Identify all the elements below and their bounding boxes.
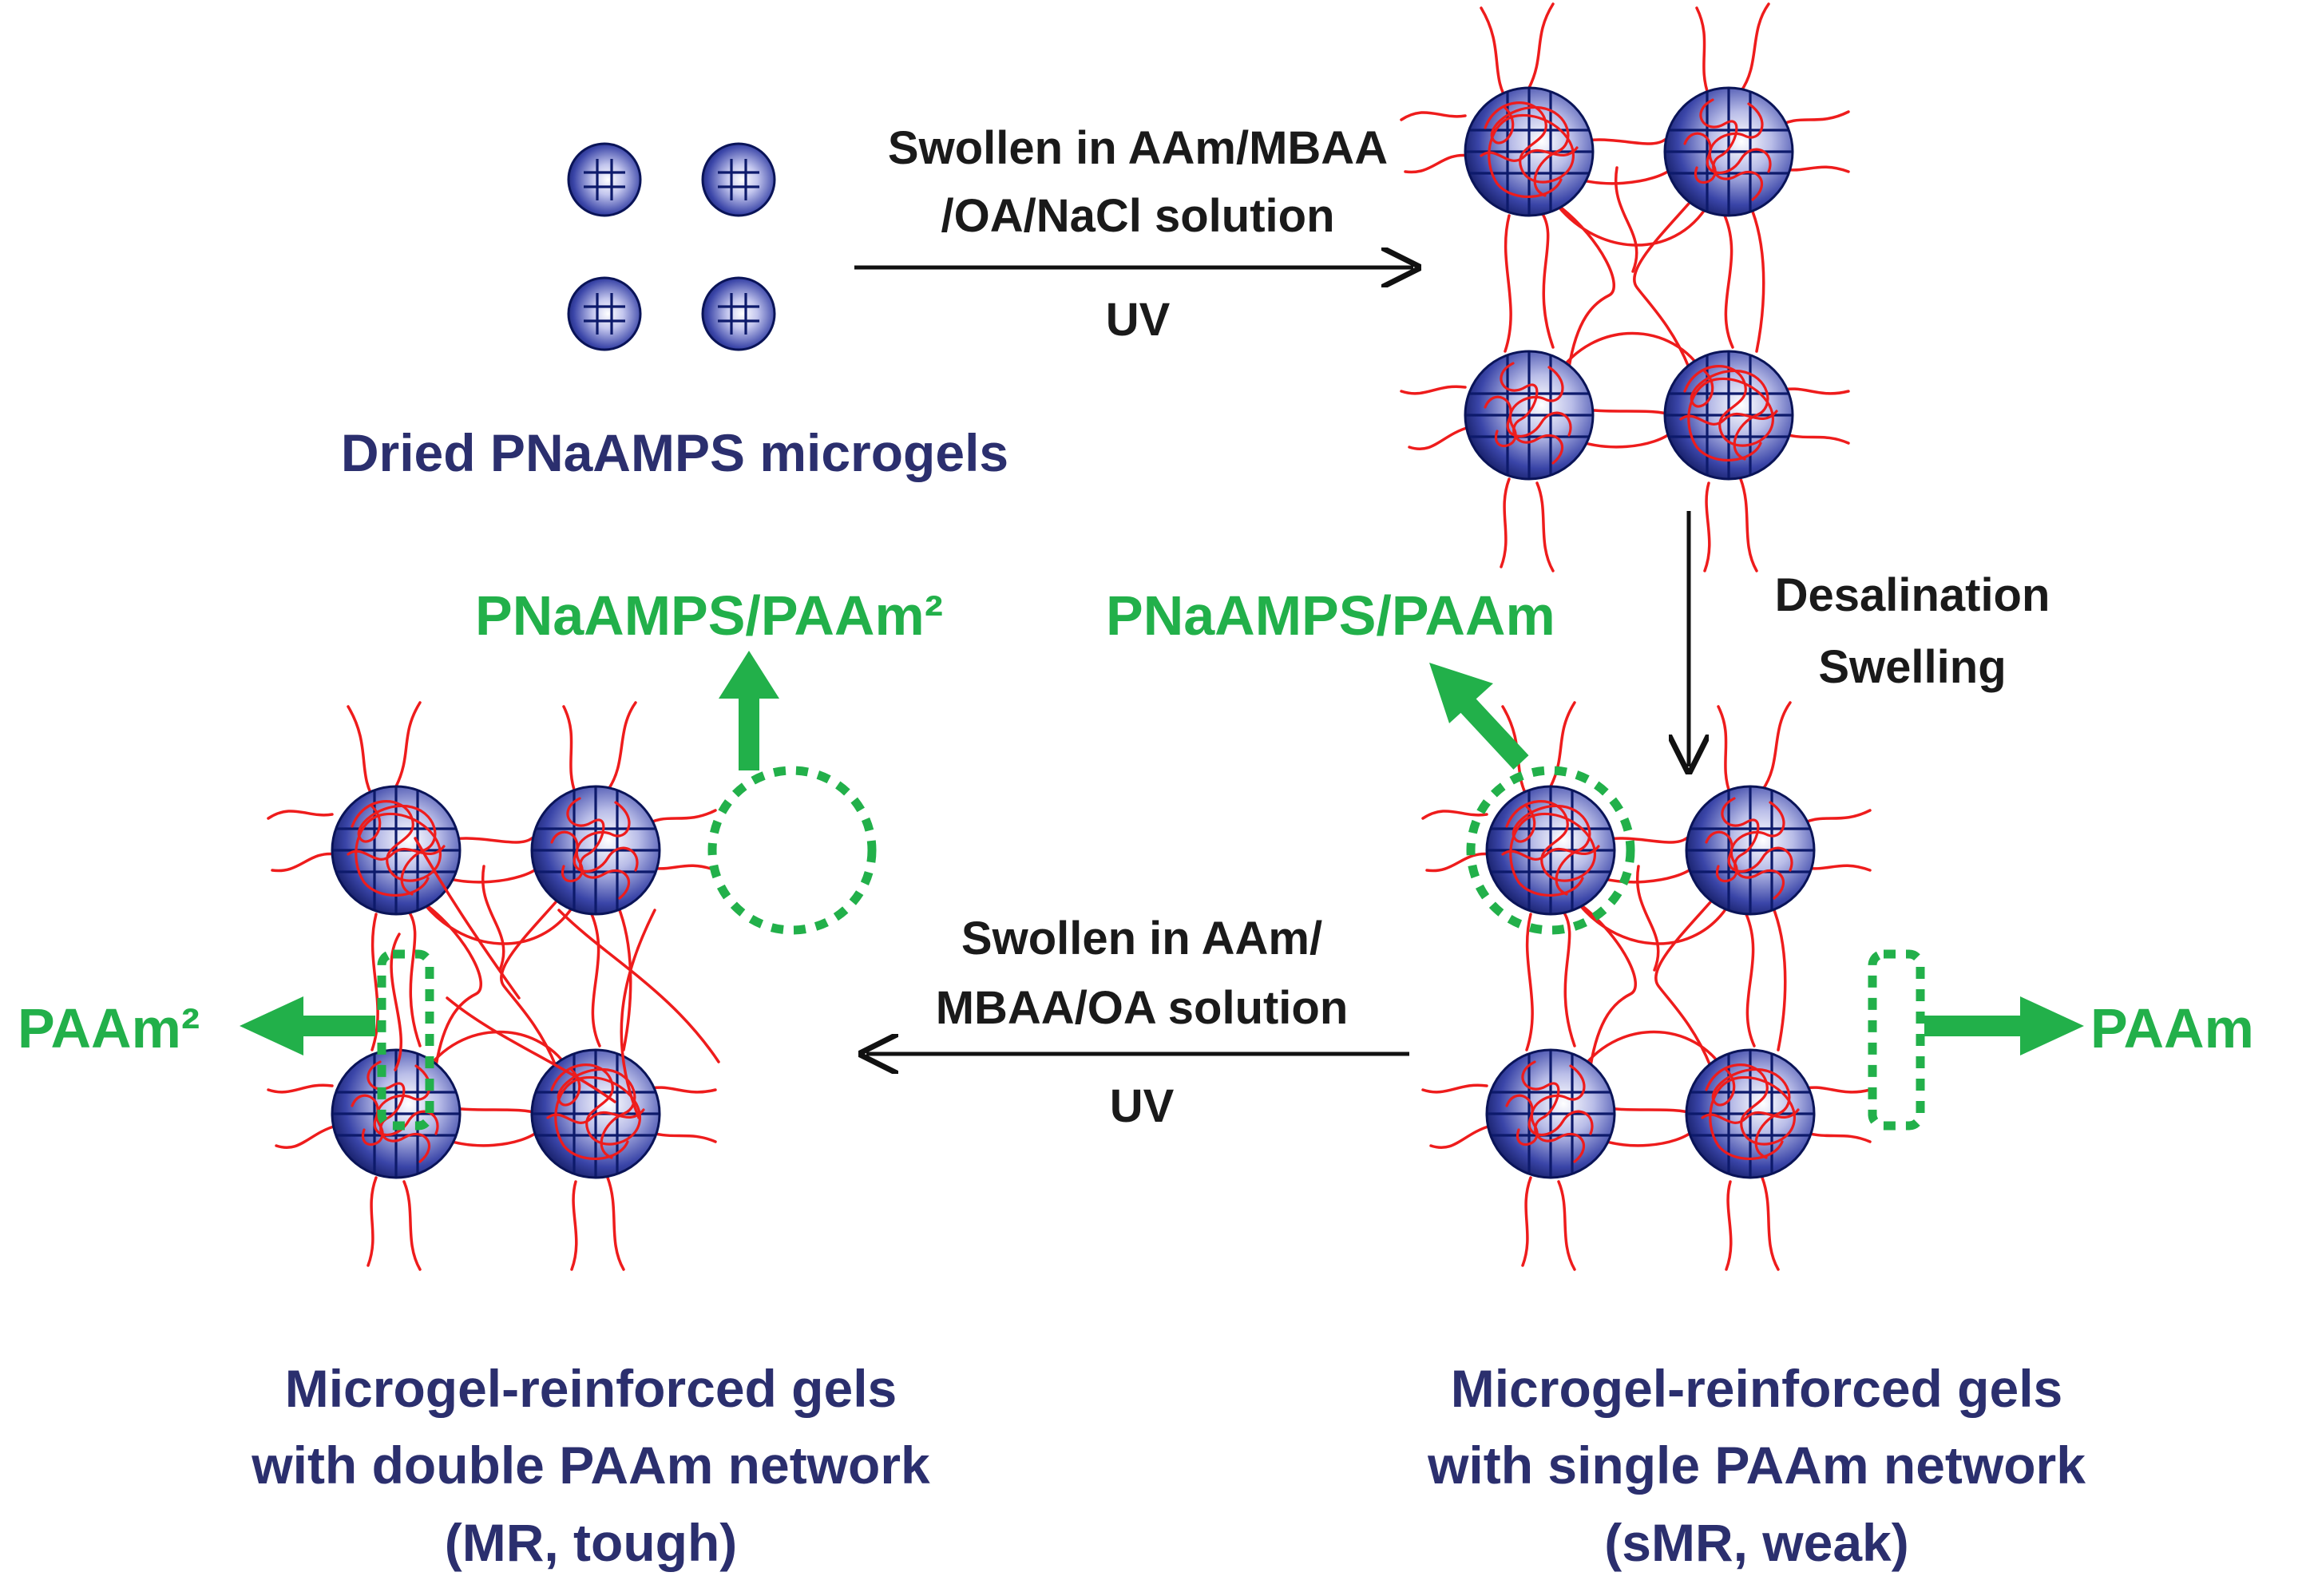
smr-caption-line1: Microgel-reinforced gels bbox=[1451, 1359, 2063, 1418]
mr-second-network bbox=[390, 837, 720, 1119]
step1-label-line1: Swollen in AAm/MBAA bbox=[888, 122, 1388, 174]
mr-chain-pointer bbox=[240, 996, 375, 1055]
step1-uv-label: UV bbox=[1106, 294, 1171, 346]
smr-chain-highlight bbox=[1868, 949, 1925, 1131]
step2-label-line2: Swelling bbox=[1818, 641, 2006, 693]
step3-label-line1: Swollen in AAm/ bbox=[961, 913, 1322, 964]
tag-pnaamps-paam: PNaAMPS/PAAm bbox=[1106, 584, 1555, 647]
step3-uv-label: UV bbox=[1110, 1080, 1175, 1132]
as-prepared-network bbox=[1401, 4, 1848, 571]
tag-paam2: PAAm² bbox=[18, 997, 200, 1059]
smr-caption-line3: (sMR, weak) bbox=[1604, 1513, 1908, 1572]
mr-chain-highlight bbox=[377, 949, 434, 1131]
mr-microgel-pointer bbox=[719, 651, 779, 770]
smr-microgel-highlight bbox=[1466, 766, 1635, 935]
step1-label-line2: /OA/NaCl solution bbox=[941, 190, 1335, 242]
mr-caption-line1: Microgel-reinforced gels bbox=[285, 1359, 897, 1418]
dried-microgel bbox=[567, 142, 642, 217]
dried-microgel bbox=[567, 276, 642, 351]
dried-microgel bbox=[701, 276, 776, 351]
smr-caption-line2: with single PAAm network bbox=[1427, 1436, 2086, 1495]
step3-label-line2: MBAA/OA solution bbox=[936, 982, 1349, 1034]
dried-microgel bbox=[701, 142, 776, 217]
dried-microgels-label: Dried PNaAMPS microgels bbox=[341, 423, 1008, 482]
mr-caption-line3: (MR, tough) bbox=[445, 1513, 738, 1572]
smr-microgel-pointer bbox=[1429, 663, 1529, 770]
smr-chain-pointer bbox=[1924, 996, 2084, 1055]
smr-network bbox=[1423, 703, 1870, 1269]
mr-caption-line2: with double PAAm network bbox=[251, 1436, 930, 1495]
dried-microgels-group bbox=[567, 142, 776, 351]
tag-paam: PAAm bbox=[2090, 997, 2254, 1059]
mr-microgel-highlight bbox=[707, 766, 877, 935]
step2-label-line1: Desalination bbox=[1775, 569, 2050, 621]
tag-pnaamps-paam2: PNaAMPS/PAAm² bbox=[475, 584, 943, 647]
